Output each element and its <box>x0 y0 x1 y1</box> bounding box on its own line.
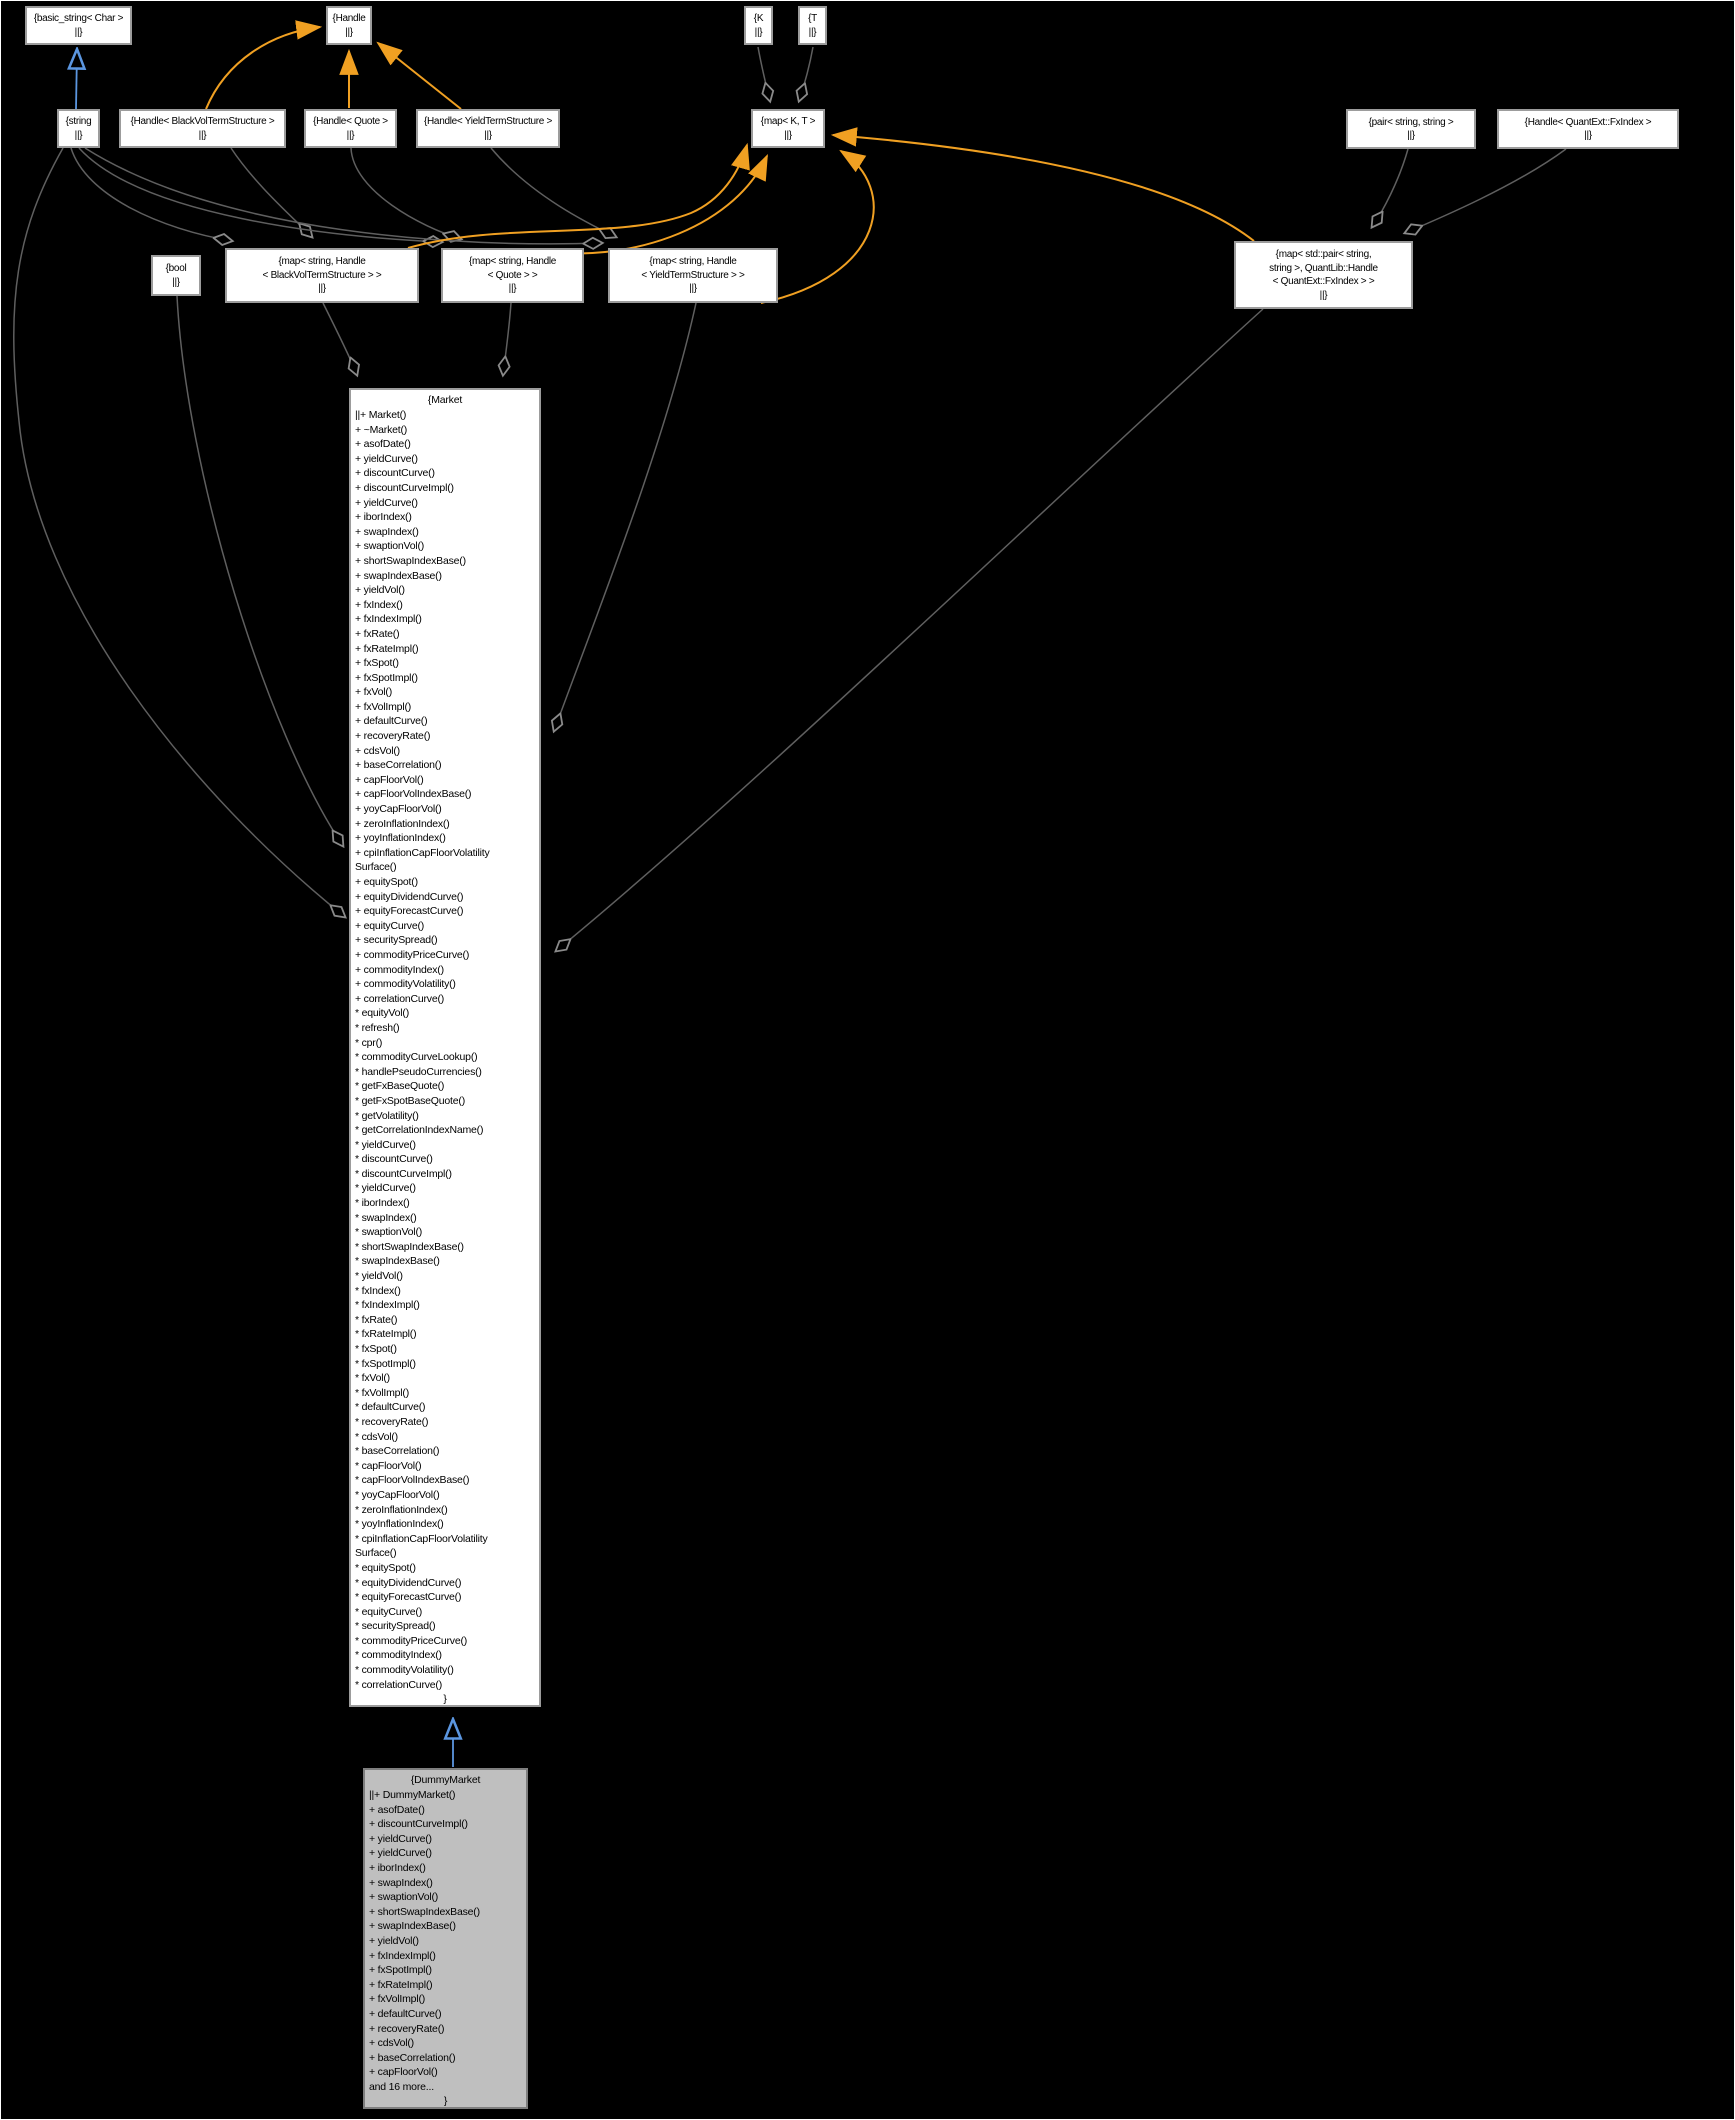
class-members: ||+ Market() + ~Market() + asofDate() + … <box>355 409 490 1691</box>
class-label: {Handle< Quote > ||} <box>313 116 388 141</box>
edge-string-inherits-basic-string <box>76 50 77 110</box>
class-node-map-pair-handle-fxindex[interactable]: {map< std::pair< string, string >, Quant… <box>1234 241 1413 309</box>
edge-string-to-map-blackvol <box>70 147 232 241</box>
class-title: {Market <box>427 394 463 406</box>
class-members: ||+ DummyMarket() + asofDate() + discoun… <box>369 1789 480 2093</box>
class-node-map-k-t[interactable]: {map< K, T > ||} <box>751 109 825 148</box>
class-node-pair-string-string[interactable]: {pair< string, string > ||} <box>1346 109 1476 149</box>
class-label: {map< string, Handle < YieldTermStructur… <box>641 256 745 295</box>
class-label: {basic_string< Char > ||} <box>33 13 124 38</box>
class-node-map-string-handle-quote[interactable]: {map< string, Handle < Quote > > ||} <box>441 248 584 303</box>
class-label: {string ||} <box>65 116 92 141</box>
class-label: {bool ||} <box>165 263 187 288</box>
class-node-k[interactable]: {K ||} <box>744 6 773 45</box>
class-label: {T ||} <box>808 13 817 38</box>
edge-map-pair-to-market <box>556 308 1264 951</box>
class-node-bool[interactable]: {bool ||} <box>151 255 201 296</box>
edge-bool-to-market <box>176 295 343 846</box>
class-label: {Handle< QuantExt::FxIndex > ||} <box>1524 116 1652 142</box>
class-label: {map< K, T > ||} <box>760 116 816 141</box>
class-node-handle-yieldtermstructure[interactable]: {Handle< YieldTermStructure > ||} <box>416 109 560 148</box>
class-label: {Handle< BlackVolTermStructure > ||} <box>130 116 275 141</box>
class-node-handle-blackvoltermstructure[interactable]: {Handle< BlackVolTermStructure > ||} <box>119 109 286 148</box>
edge-handle-fxindex-to-map-pair <box>1405 148 1567 233</box>
class-node-map-string-handle-blackvoltermstructure[interactable]: {map< string, Handle < BlackVolTermStruc… <box>225 248 419 303</box>
edge-k-to-map-kt <box>757 46 770 101</box>
edge-map-blackvol-to-map-kt <box>407 142 750 249</box>
class-label: {map< std::pair< string, string >, Quant… <box>1269 249 1378 301</box>
edge-string-to-market <box>13 147 345 917</box>
edge-map-quote-to-map-kt <box>540 154 768 255</box>
edge-map-yts-to-map-kt <box>760 149 875 304</box>
edge-handle-blackvol-to-handle <box>205 20 323 110</box>
edge-pair-to-map-pair <box>1372 148 1409 227</box>
class-node-string[interactable]: {string ||} <box>57 109 100 148</box>
class-node-t[interactable]: {T ||} <box>798 6 827 45</box>
class-node-basic-string-char[interactable]: {basic_string< Char > ||} <box>25 6 132 45</box>
class-label: {map< string, Handle < BlackVolTermStruc… <box>262 256 382 295</box>
edge-handle-blackvol-to-map-blackvol <box>230 147 312 237</box>
edge-handle-yts-to-map-yts <box>490 147 616 237</box>
class-label: {K ||} <box>753 13 764 38</box>
class-node-market[interactable]: {Market ||+ Market() + ~Market() + asofD… <box>349 388 541 1707</box>
class-label: {map< string, Handle < Quote > > ||} <box>468 256 557 295</box>
edge-handle-yts-to-handle <box>376 41 462 110</box>
class-node-handle-quantext-fxindex[interactable]: {Handle< QuantExt::FxIndex > ||} <box>1497 109 1679 149</box>
class-close-brace: } <box>443 1693 447 1706</box>
edge-map-yts-to-market <box>554 302 697 731</box>
edge-map-blackvol-to-market <box>322 302 357 375</box>
class-label: {pair< string, string > ||} <box>1368 116 1454 142</box>
class-label: {Handle< YieldTermStructure > ||} <box>423 116 553 141</box>
class-node-dummymarket[interactable]: {DummyMarket ||+ DummyMarket() + asofDat… <box>363 1768 528 2109</box>
class-close-brace: } <box>443 2095 448 2108</box>
edge-map-quote-to-market <box>503 302 512 375</box>
class-node-handle[interactable]: {Handle ||} <box>326 6 372 45</box>
class-title: {DummyMarket <box>410 1774 481 1786</box>
class-node-handle-quote[interactable]: {Handle< Quote > ||} <box>304 109 397 148</box>
edge-t-to-map-kt <box>799 46 814 101</box>
edge-map-pair-to-map-kt <box>830 127 1255 242</box>
edge-string-to-map-quote <box>78 147 442 242</box>
class-label: {Handle ||} <box>332 13 366 38</box>
edge-string-to-map-yts <box>84 147 602 244</box>
edge-handle-quote-to-map-quote <box>350 147 461 239</box>
class-node-map-string-handle-yieldtermstructure[interactable]: {map< string, Handle < YieldTermStructur… <box>608 248 778 303</box>
